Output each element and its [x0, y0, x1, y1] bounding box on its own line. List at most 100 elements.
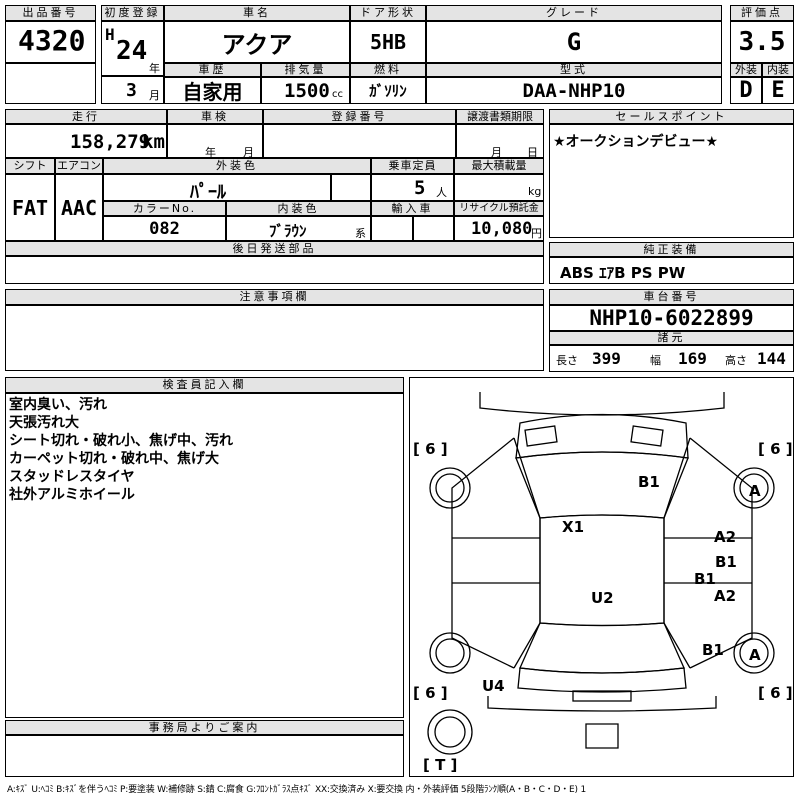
ext-color-sub: [331, 174, 371, 201]
left-outline: [451, 437, 515, 669]
exterior-label: 外装: [730, 63, 762, 77]
sales-point-label: セールスポイント: [549, 109, 794, 124]
later-parts-label: 後日発送部品: [5, 241, 544, 256]
wheel-mark: A: [749, 646, 761, 664]
interior-label: 内装: [762, 63, 794, 77]
car-diagram-drawing: [427, 392, 775, 755]
color-no-value: 082: [103, 216, 226, 241]
tire-depth: [ 6 ]: [413, 684, 448, 702]
damage-mark: B1: [694, 570, 716, 588]
door-value: 5HB: [350, 21, 426, 63]
wheel-front-left-inner: [435, 473, 465, 503]
recycle-unit: 円: [531, 227, 542, 240]
lot-label: 出品番号: [5, 5, 96, 21]
mileage-value: 158,279: [70, 131, 151, 153]
damage-mark: A2: [714, 587, 737, 605]
inspector-cell: 室内臭い、汚れ 天張汚れ大 シート切れ・破れ小、焦げ中、汚れ カーペット切れ・破…: [5, 393, 404, 718]
wheel-mark: A: [749, 482, 761, 500]
inspector-line: 社外アルミホイール: [9, 487, 135, 503]
era: H: [105, 25, 115, 44]
recycle-value: 10,080: [471, 219, 533, 239]
shift-value: FAT: [5, 174, 55, 241]
displacement-label: 排気量: [261, 63, 350, 77]
wheel-rear-left-inner: [435, 638, 465, 668]
inspector-line: シート切れ・破れ小、焦げ中、汚れ: [9, 433, 233, 449]
wheel-rear-right-inner: [739, 638, 769, 668]
score-label: 評価点: [730, 5, 794, 21]
spare-tire-inner: [434, 716, 466, 748]
ac-value: AAC: [55, 174, 103, 241]
door-label: ドア形状: [350, 5, 426, 21]
tire-depth: [ 6 ]: [758, 684, 793, 702]
width-label: 幅: [650, 354, 661, 367]
roof: [539, 514, 665, 627]
right-pillar: [663, 437, 691, 669]
recycle-label: リサイクル預託金: [454, 201, 544, 216]
headlight-left: [524, 425, 558, 447]
specs-cell: 長さ 399 幅 169 高さ 144: [549, 345, 794, 372]
height-value: 144: [757, 349, 786, 368]
model-label: 型式: [426, 63, 722, 77]
lot-number: 4320: [18, 24, 86, 57]
first-reg-label: 初度登録: [101, 5, 164, 21]
mileage-label: 走行: [5, 109, 167, 124]
capacity-cell: 5 人: [371, 174, 454, 201]
mileage-unit: km: [142, 131, 165, 153]
width-value: 169: [678, 349, 707, 368]
ext-color-label: 外装色: [103, 158, 371, 174]
ext-color-cell: ﾊﾟｰﾙ: [103, 174, 331, 203]
wheel-front-right-inner: [739, 473, 769, 503]
chassis-value: NHP10-6022899: [549, 305, 794, 331]
damage-mark: B1: [638, 473, 660, 491]
rear-bumper: [487, 696, 717, 712]
length-value: 399: [592, 349, 621, 368]
chassis-label: 車台番号: [549, 289, 794, 305]
inspector-line: 室内臭い、汚れ: [9, 397, 107, 413]
capacity-value: 5: [414, 177, 426, 199]
spare-box: [585, 723, 619, 749]
height-label: 高さ: [725, 354, 747, 367]
car-name: アクア: [164, 21, 350, 63]
transfer-day-unit: 日: [527, 146, 538, 159]
mileage-cell: 158,279 km: [5, 124, 167, 158]
color-no-label: カラーNo.: [103, 201, 226, 216]
rear-plate: [572, 690, 632, 702]
transfer-month-unit: 月: [491, 146, 502, 159]
ac-label: エアコン: [55, 158, 103, 174]
inspector-label: 検査員記入欄: [5, 377, 404, 393]
transfer-cell: 月 日: [456, 124, 544, 159]
right-outline: [689, 437, 753, 669]
inspector-line: スタッドレスタイヤ: [9, 469, 135, 485]
damage-mark: X1: [562, 518, 585, 536]
history-value: 自家用: [164, 77, 261, 104]
length-label: 長さ: [556, 354, 578, 367]
notes-label: 注意事項欄: [5, 289, 544, 305]
interior-value: E: [762, 77, 794, 104]
exterior-value: D: [730, 77, 762, 104]
notes-cell: [5, 305, 544, 371]
left-pillar: [513, 437, 541, 669]
first-reg-month-cell: 3 月: [101, 76, 164, 104]
displacement-unit: cc: [332, 89, 343, 100]
year-unit: 年: [149, 62, 160, 75]
wheel-front-right: [733, 467, 775, 509]
damage-mark: B1: [702, 641, 724, 659]
car-name-label: 車名: [164, 5, 350, 21]
inspection-month-unit: 月: [243, 146, 254, 159]
capacity-label: 乗車定員: [371, 158, 454, 174]
model-value: DAA-NHP10: [426, 77, 722, 104]
later-parts-cell: [5, 256, 544, 284]
inspection-cell: 年 月: [167, 124, 263, 159]
int-color-value: ﾌﾞﾗｳﾝ: [269, 222, 307, 240]
equipment-cell: ABS ｴｱB PS PW: [549, 257, 794, 284]
int-color-cell: ﾌﾞﾗｳﾝ 系: [226, 216, 371, 241]
damage-mark: B1: [715, 553, 737, 571]
grade-value: G: [426, 21, 722, 63]
headlight-right: [630, 425, 664, 447]
legend: A:ｷｽﾞ U:ﾍｺﾐ B:ｷｽﾞを伴うﾍｺﾐ P:要塗装 W:補修跡 S:錆 …: [7, 785, 586, 795]
car-diagram: B1 X1 A2 B1 B1 A2 U2 B1 U4 [ 6 ] [ 6 ] […: [409, 377, 794, 777]
front-bumper: [479, 392, 725, 416]
max-load-cell: kg: [454, 174, 544, 201]
first-reg-year-cell: H 24 年: [101, 21, 164, 76]
reg-no-cell: [263, 124, 456, 158]
